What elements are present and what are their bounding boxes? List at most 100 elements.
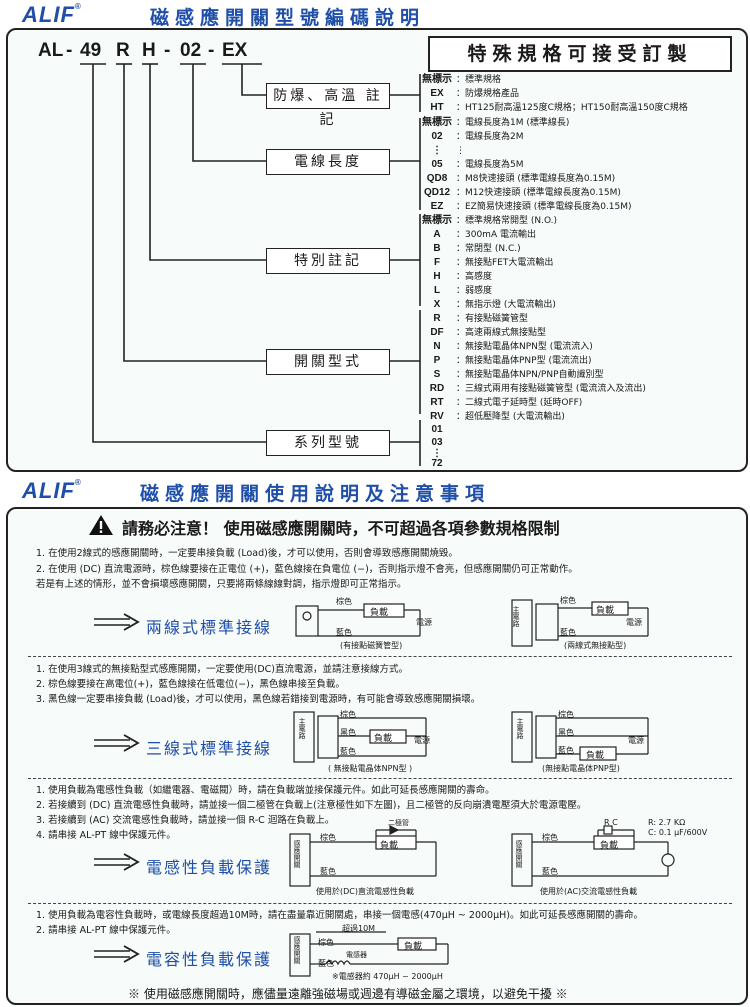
diagram-caption: (有接點磁簧管型) — [340, 641, 403, 650]
double-arrow-icon — [94, 945, 140, 963]
wire-brown-label: 棕色 — [320, 833, 336, 842]
wire-blue-label: 藍色 — [318, 959, 334, 968]
diagram-caption: (無接點電晶体PNP型) — [542, 764, 620, 773]
warning-title: 請務必注意！ 使用磁感應開關時，不可超過各項參數規格限制 — [122, 519, 560, 538]
option-row: ⋮ ⋮ — [432, 145, 465, 156]
diagram-two-wire-solid — [511, 599, 649, 647]
instruction-line: 2. 棕色線要接在高電位(+)，藍色線接在低電位(−)，黑色線串接至負載。 — [36, 679, 345, 690]
instruction-line: 2. 若接續到 (DC) 直流電感性負載時，請並接一個二極管在負載上(注意極性如… — [36, 800, 587, 811]
option-row: EZ：EZ簡易快速接頭 (標準電線長度為0.15M) — [430, 201, 632, 212]
wire-blue-label: 藍色 — [560, 628, 576, 637]
option-row: S：無接點電晶体NPN/PNP自動識別型 — [433, 369, 604, 380]
code-dash: - — [66, 40, 73, 61]
code-prefix: AL — [38, 40, 64, 61]
option-row: R：有接點磁簧管型 — [433, 313, 529, 324]
code-special: H — [142, 40, 156, 61]
instruction-line: 3. 黑色線一定要串接負載 (Load)後，才可以使用，黑色線若錯接到電源時，有… — [36, 694, 481, 705]
divider — [28, 656, 732, 657]
double-arrow-icon — [94, 613, 140, 631]
option-row: RD：三線式兩用有接點磁簧管型 (電流流入及流出) — [429, 383, 646, 394]
main-circuit-label: 主電路 — [512, 606, 520, 627]
option-row: L：弱感度 — [433, 285, 493, 296]
load-label: 負載 — [586, 751, 605, 761]
option-row: DF：高速兩線式無接點型 — [430, 327, 547, 338]
wire-blue-label: 藍色 — [320, 867, 336, 876]
wire-brown-label: 棕色 — [340, 710, 356, 719]
instruction-line: 3. 若接續到 (AC) 交流電感性負載時，請並接一個 R-C 迴路在負載上。 — [36, 815, 335, 826]
category-special-note: 特別註記 — [266, 248, 390, 274]
instruction-line: 2. 在使用 (DC) 直流電源時，棕色線要接在正電位 (+)，藍色線接在負電位… — [36, 564, 578, 575]
code-dash: - — [164, 40, 171, 61]
load-label: 負載 — [380, 841, 399, 851]
category-cable-length: 電線長度 — [266, 149, 390, 175]
option-row: 72 — [431, 458, 443, 469]
wire-brown-label: 棕色 — [318, 938, 334, 947]
code-series: 49 — [80, 40, 102, 61]
category-series: 系列型號 — [266, 430, 390, 456]
code-connector-lines — [80, 63, 421, 466]
main-circuit-label: 主電路 — [516, 718, 524, 739]
option-row: QD12：M12快速接頭 (標準電線長度為0.15M) — [423, 187, 621, 198]
label-two-wire: 兩線式標準接線 — [146, 618, 273, 637]
instruction-line: 2. 請串接 AL-PT 線中保護元件。 — [36, 925, 176, 936]
option-row: F：無接點FET大電流輸出 — [433, 257, 554, 268]
diagram-two-wire-reed — [295, 603, 421, 637]
instruction-line: 1. 在使用3線式的無接點型式感應開關，一定要使用(DC)直流電源，並請注意接線… — [36, 664, 408, 675]
wire-black-label: 黑色 — [558, 728, 574, 737]
diode-label: 二極管 — [388, 819, 409, 827]
wire-blue-label: 藍色 — [542, 867, 558, 876]
option-row: 03 — [431, 437, 443, 448]
option-row: 無標示：標準規格常開型 (N.O.) — [422, 215, 558, 226]
diagram-caption: ( 無接點電晶体NPN型 ) — [328, 764, 413, 773]
label-three-wire: 三線式標準接線 — [146, 739, 273, 758]
code-switch-type: R — [116, 40, 130, 61]
sensor-switch-label: 感應開關 — [293, 936, 301, 964]
sensor-switch-label: 感應開關 — [515, 840, 523, 868]
rc-label: R C — [604, 818, 618, 827]
option-row: ⋮ — [432, 448, 442, 459]
label-capacitive-load: 電容性負載保護 — [146, 950, 273, 969]
option-row: X：無指示燈 (大電流輸出) — [433, 299, 556, 310]
option-row: 02：電線長度為2M — [431, 131, 524, 142]
option-row: 無標示：標準規格 — [422, 74, 502, 85]
option-row: 05：電線長度為5M — [431, 159, 524, 170]
instruction-line: 1. 使用負載為電感性負載（如繼電器、電磁閥）時，請在負載端並接保護元件。如此可… — [36, 785, 495, 796]
load-label: 負載 — [374, 734, 393, 744]
diagram-caption: (兩線式無接點型) — [564, 641, 627, 650]
option-row: EX：防爆規格產品 — [430, 88, 520, 99]
option-row: B：常閉型 (N.C.) — [433, 243, 521, 254]
option-row: 01 — [431, 424, 443, 435]
diagram-dc-inductive — [289, 825, 437, 887]
diagram-capacitive — [289, 931, 449, 977]
category-explosion: 防爆、高溫 註記 — [266, 83, 390, 128]
load-label: 負載 — [404, 942, 423, 952]
wire-brown-label: 棕色 — [560, 596, 576, 605]
wire-black-label: 黑色 — [340, 728, 356, 737]
code-explosion: EX — [222, 40, 248, 61]
over-10m-label: 超過10M — [342, 924, 376, 933]
double-arrow-icon — [94, 734, 140, 752]
wire-brown-label: 棕色 — [336, 597, 352, 606]
instruction-line: 1. 使用負載為電容性負載時，或電線長度超過10M時，請在盡量靠近開關處，串接一… — [36, 910, 643, 921]
diagram-three-wire-pnp — [511, 711, 649, 763]
special-order-banner: 特殊規格可接受訂製 — [428, 36, 732, 72]
option-row: RV：超低壓降型 (大電流輸出) — [430, 411, 565, 422]
option-row: P：無接點電晶体PNP型 (電流流出) — [433, 355, 592, 366]
inductor-note: ※電感器約 470μH ~ 2000μH — [332, 972, 443, 981]
section-title-model-code: 磁感應開關型號編碼說明 — [150, 7, 426, 29]
wire-brown-label: 棕色 — [558, 710, 574, 719]
instruction-line: 1. 在使用2線式的感應開關時，一定要串接負載 (Load)後，才可以使用，否則… — [36, 548, 458, 559]
instruction-line: 若是有上述的情形，並不會損壞感應開關，只要將兩條線線對調，指示燈即可正常指示。 — [36, 579, 407, 590]
diagram-caption: 使用於(AC)交流電感性負載 — [540, 887, 638, 896]
power-label: 電源 — [628, 736, 644, 745]
option-row: RT：二線式電子延時型 (延時OFF) — [430, 397, 583, 408]
option-row: N：無接點電晶体NPN型 (電流流入) — [433, 341, 593, 352]
load-label: 負載 — [596, 606, 615, 616]
wire-brown-label: 棕色 — [542, 833, 558, 842]
option-row: A：300mA 電流輸出 — [433, 229, 536, 240]
power-label: 電源 — [414, 736, 430, 745]
code-cable: 02 — [180, 40, 202, 61]
option-row: 無標示：電線長度為1M (標準線長) — [422, 117, 570, 128]
option-row: QD8：M8快速接頭 (標準電線長度為0.15M) — [426, 173, 616, 184]
code-dash: - — [208, 40, 215, 61]
